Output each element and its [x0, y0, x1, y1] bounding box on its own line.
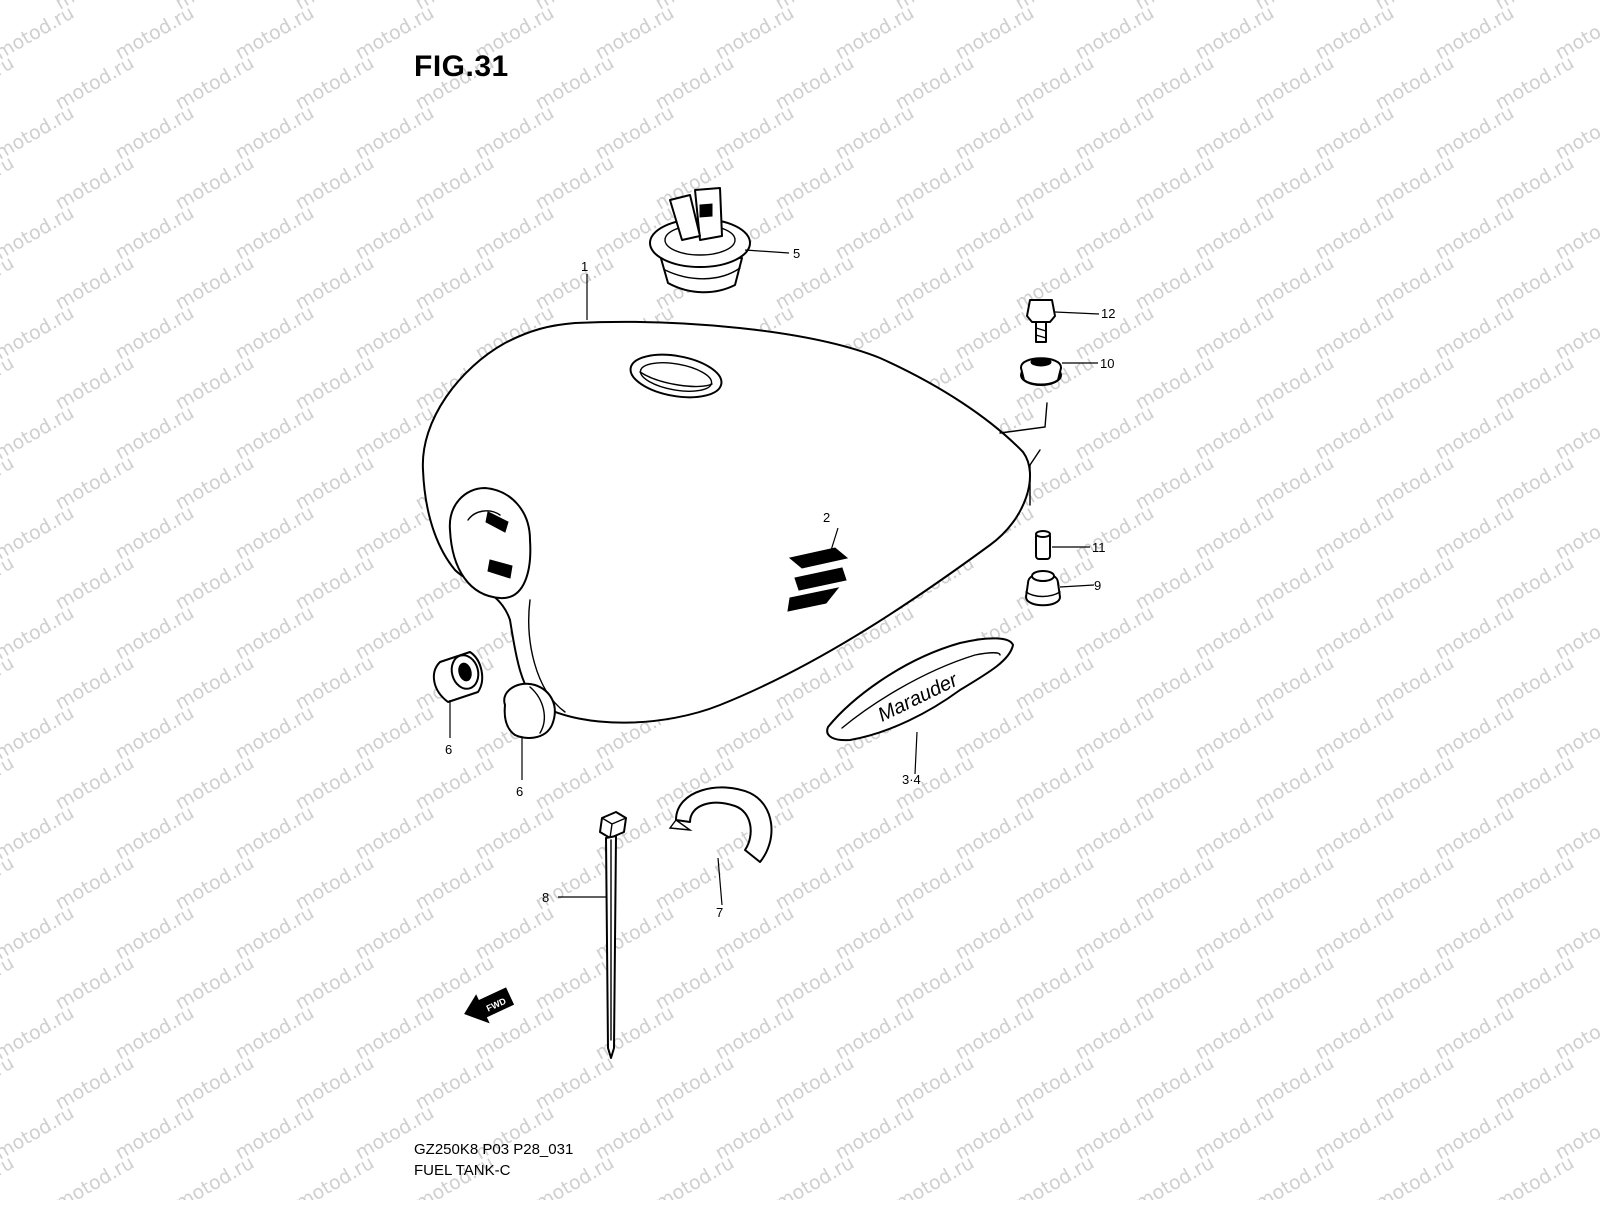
tank-cushion-left: [434, 652, 482, 702]
watermark-text: motod.ru: [1552, 902, 1600, 965]
watermark-text: motod.ru: [52, 1152, 138, 1200]
watermark-text: motod.ru: [172, 1152, 258, 1200]
callout-6-left: 6: [445, 742, 452, 757]
watermark-text: motod.ru: [0, 102, 78, 165]
forward-direction-icon: FWD: [460, 983, 516, 1030]
watermark-text: motod.ru: [1552, 1002, 1600, 1065]
callout-1: 1: [581, 259, 588, 274]
figure-title: FIG.31: [414, 50, 509, 84]
callout-3-4: 3·4: [902, 772, 921, 787]
callout-11: 11: [1092, 540, 1106, 555]
watermark-text: motod.ru: [0, 252, 18, 315]
watermark-text: motod.ru: [0, 652, 18, 715]
watermark-text: motod.ru: [0, 452, 18, 515]
watermark-text: motod.ru: [0, 202, 78, 265]
callout-12: 12: [1101, 306, 1115, 321]
callout-8: 8: [542, 890, 549, 905]
watermark-text: motod.ru: [0, 752, 18, 815]
watermark-text: motod.ru: [0, 1052, 18, 1115]
watermark-text: motod.ru: [1552, 402, 1600, 465]
watermark-text: motod.ru: [0, 902, 78, 965]
watermark-text: motod.ru: [0, 1002, 78, 1065]
watermark-text: motod.ru: [1552, 702, 1600, 765]
model-code: GZ250K8 P03 P28_031: [414, 1141, 573, 1158]
watermark-text: motod.ru: [0, 1102, 78, 1165]
spacer: [1036, 531, 1050, 559]
cushion: [1026, 571, 1060, 605]
watermark-text: motod.ru: [1552, 802, 1600, 865]
watermark-text: motod.ru: [1372, 1152, 1458, 1200]
watermark-text: motod.ru: [652, 1152, 738, 1200]
watermark-text: motod.ru: [0, 0, 18, 14]
callout-6-right: 6: [516, 784, 523, 799]
watermark-text: motod.ru: [1012, 1152, 1098, 1200]
watermark-text: motod.ru: [1552, 302, 1600, 365]
callout-9: 9: [1094, 578, 1101, 593]
watermark-text: motod.ru: [1492, 1152, 1578, 1200]
callout-10: 10: [1100, 356, 1114, 371]
watermark-text: motod.ru: [532, 1152, 618, 1200]
watermark-text: motod.ru: [0, 602, 78, 665]
watermark-text: motod.ru: [0, 552, 18, 615]
watermark-text: motod.ru: [0, 152, 18, 215]
watermark-text: motod.ru: [0, 502, 78, 565]
tank-cushion-right: [504, 684, 555, 738]
watermark-text: motod.ru: [292, 1152, 378, 1200]
watermark-text: motod.ru: [1252, 1152, 1338, 1200]
watermark-text: motod.ru: [1552, 1102, 1600, 1165]
watermark-text: motod.ru: [1552, 502, 1600, 565]
callout-7: 7: [716, 905, 723, 920]
watermark-text: motod.ru: [0, 2, 78, 65]
watermark-text: motod.ru: [0, 302, 78, 365]
watermark-text: motod.ru: [1552, 602, 1600, 665]
watermark-text: motod.ru: [772, 1152, 858, 1200]
watermark-text: motod.ru: [0, 702, 78, 765]
watermark-text: motod.ru: [1132, 1152, 1218, 1200]
watermark-text: motod.ru: [1552, 102, 1600, 165]
callout-5: 5: [793, 246, 800, 261]
callout-2: 2: [823, 510, 830, 525]
watermark-text: motod.ru: [1552, 202, 1600, 265]
watermark-text: motod.ru: [0, 852, 18, 915]
grommet: [1021, 358, 1061, 385]
watermark-text: motod.ru: [892, 1152, 978, 1200]
watermark-text: motod.ru: [0, 52, 18, 115]
watermark-text: motod.ru: [0, 952, 18, 1015]
watermark-text: motod.ru: [0, 402, 78, 465]
diagram-name: FUEL TANK-C: [414, 1162, 510, 1179]
watermark-text: motod.ru: [1552, 2, 1600, 65]
watermark-text: motod.ru: [0, 802, 78, 865]
watermark-text: motod.ru: [0, 352, 18, 415]
watermark-text: motod.ru: [0, 1152, 18, 1200]
bolt: [1027, 300, 1055, 342]
